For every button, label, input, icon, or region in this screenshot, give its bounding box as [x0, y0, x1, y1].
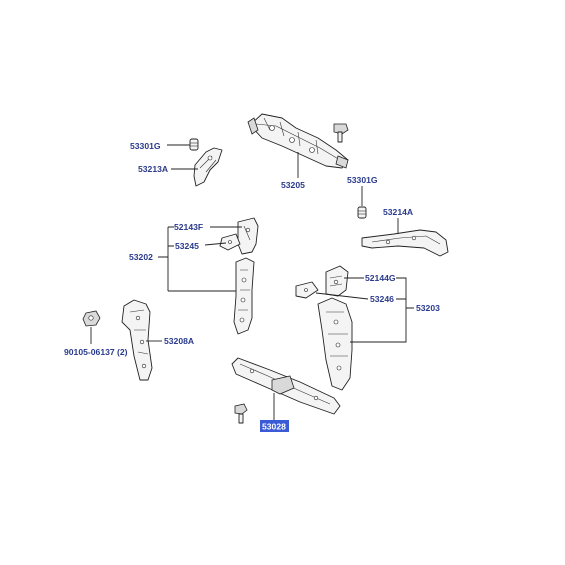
bracket-53246[interactable] — [295, 281, 319, 299]
bracket-53245[interactable] — [219, 233, 241, 251]
crossmember-53214a[interactable] — [361, 229, 449, 257]
label-53246[interactable]: 53246 — [370, 294, 394, 304]
grommet-53301g-left[interactable] — [189, 138, 199, 151]
label-53245[interactable]: 53245 — [175, 241, 199, 251]
brace-53208a[interactable] — [121, 299, 153, 381]
label-90105-qty: (2) — [117, 347, 128, 357]
side-support-53202[interactable] — [233, 257, 255, 335]
bracket-52144g[interactable] — [325, 265, 349, 297]
label-53205[interactable]: 53205 — [281, 180, 305, 190]
bracket-52143f[interactable] — [237, 217, 259, 255]
label-52143f[interactable]: 52143F — [174, 222, 203, 232]
label-53028-highlight — [260, 420, 289, 432]
label-52144g[interactable]: 52144G — [365, 273, 396, 283]
bolt-icon — [234, 403, 248, 424]
bracket-53213a[interactable] — [193, 147, 223, 187]
label-53214a[interactable]: 53214A — [383, 207, 413, 217]
upper-radiator-support-53205[interactable] — [247, 113, 349, 169]
label-53208a[interactable]: 53208A — [164, 336, 194, 346]
label-90105-06137[interactable]: 90105-06137 — [64, 347, 115, 357]
side-support-53203[interactable] — [317, 297, 353, 391]
lower-support-53028[interactable] — [231, 357, 341, 415]
grommet-53301g-right[interactable] — [357, 206, 367, 219]
label-53301g-left[interactable]: 53301G — [130, 141, 161, 151]
label-53213a[interactable]: 53213A — [138, 164, 168, 174]
bolt-90105-icon[interactable] — [82, 310, 101, 327]
label-53203[interactable]: 53203 — [416, 303, 440, 313]
bolt-icon — [333, 123, 349, 143]
label-53301g-right[interactable]: 53301G — [347, 175, 378, 185]
label-53202[interactable]: 53202 — [129, 252, 153, 262]
label-53028[interactable]: 53028 — [262, 422, 286, 432]
